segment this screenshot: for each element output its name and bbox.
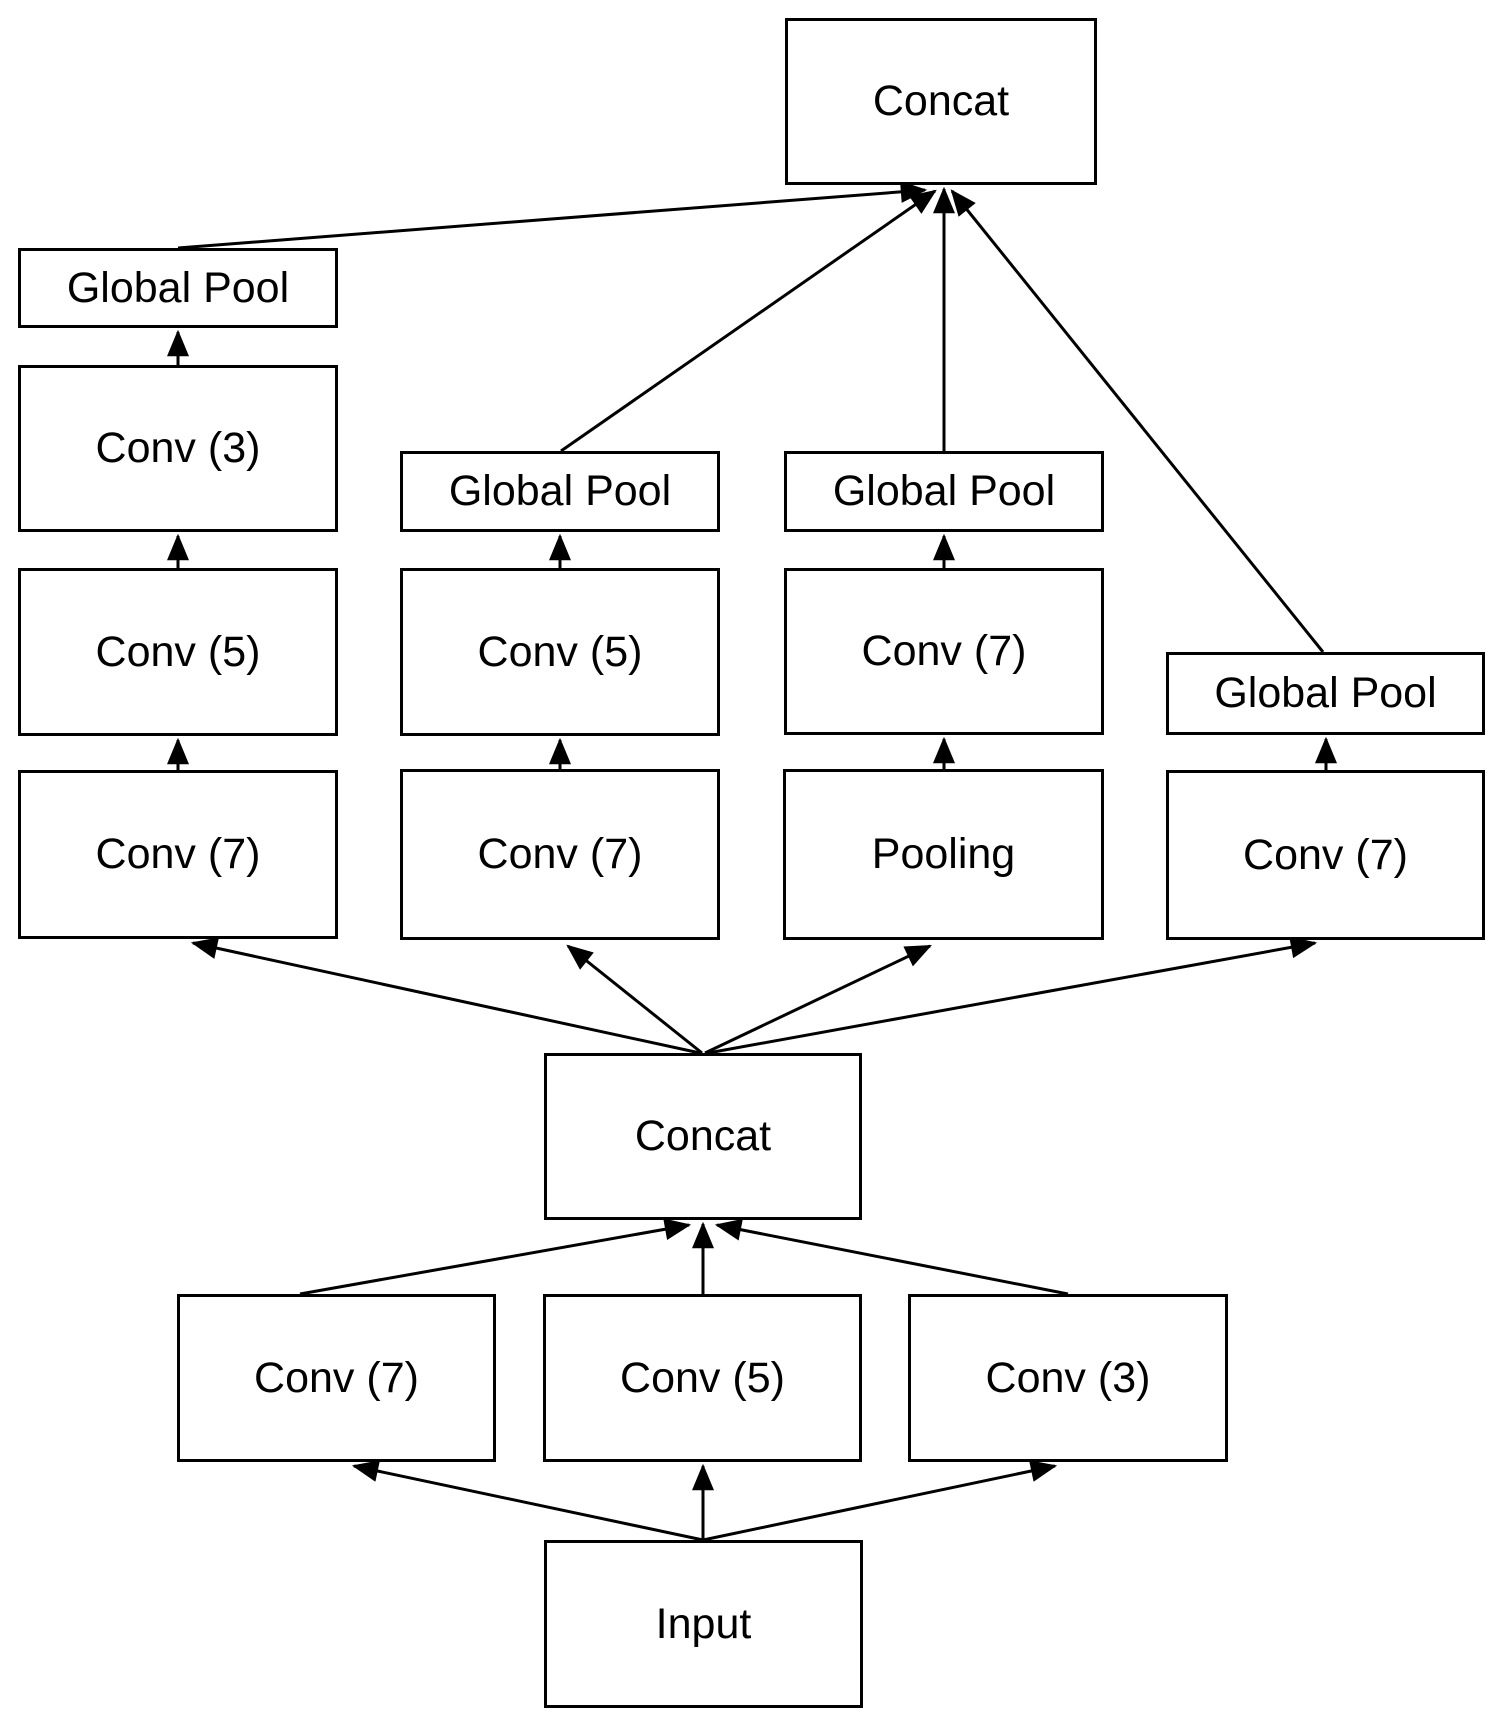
node-conv7-col3: Conv (7) [784, 568, 1104, 735]
node-global-pool-1: Global Pool [18, 248, 338, 328]
node-label: Conv (5) [95, 627, 261, 676]
node-label: Conv (7) [254, 1353, 419, 1402]
node-conv7-col2: Conv (7) [400, 769, 720, 940]
node-conv3-bottom: Conv (3) [908, 1294, 1228, 1462]
node-label: Conv (5) [477, 627, 643, 676]
node-label: Concat [634, 1112, 772, 1160]
edge-conv3bottom-concatmid [714, 1218, 1069, 1296]
edge-concatmid-conv7col1 [190, 937, 701, 1055]
edge-globalpool1-concattop [177, 180, 928, 250]
node-label: Conv (3) [95, 424, 261, 472]
edge-input-conv7bottom [351, 1460, 704, 1542]
edge-input-conv3bottom [702, 1460, 1058, 1542]
node-concat-mid: Concat [544, 1053, 862, 1220]
node-label: Global Pool [832, 467, 1056, 515]
node-label: Input [655, 1599, 752, 1648]
node-label: Conv (5) [620, 1353, 785, 1402]
edge-globalpool4-concattop [950, 189, 1325, 653]
node-label: Pooling [871, 830, 1016, 878]
node-conv7-col4: Conv (7) [1166, 770, 1485, 940]
node-conv7-col1: Conv (7) [18, 770, 338, 939]
node-conv5-col1: Conv (5) [18, 568, 338, 736]
node-global-pool-3: Global Pool [784, 451, 1104, 532]
node-conv3-col1: Conv (3) [18, 365, 338, 532]
node-conv7-bottom: Conv (7) [177, 1294, 496, 1462]
node-label: Concat [872, 77, 1010, 125]
node-label: Global Pool [1214, 669, 1437, 717]
edge-conv7bottom-concatmid [299, 1218, 692, 1296]
edge-concatmid-conv7col2 [566, 944, 703, 1055]
node-label: Conv (7) [95, 830, 261, 878]
node-label: Conv (7) [477, 830, 643, 878]
node-conv5-bottom: Conv (5) [543, 1294, 862, 1462]
edge-globalpool2-concattop [560, 189, 937, 453]
node-label: Conv (7) [1243, 830, 1408, 879]
node-label: Global Pool [448, 467, 672, 515]
node-label: Conv (3) [985, 1353, 1151, 1402]
edge-concatmid-pooling3 [704, 944, 932, 1055]
node-global-pool-2: Global Pool [400, 451, 720, 532]
node-concat-top: Concat [785, 18, 1097, 185]
node-pooling-col3: Pooling [783, 769, 1104, 940]
node-label: Global Pool [66, 263, 290, 312]
edge-concatmid-conv7col4 [707, 936, 1318, 1055]
node-input: Input [544, 1540, 863, 1708]
node-conv5-col2: Conv (5) [400, 568, 720, 736]
node-global-pool-4: Global Pool [1166, 652, 1485, 735]
node-label: Conv (7) [861, 627, 1027, 675]
